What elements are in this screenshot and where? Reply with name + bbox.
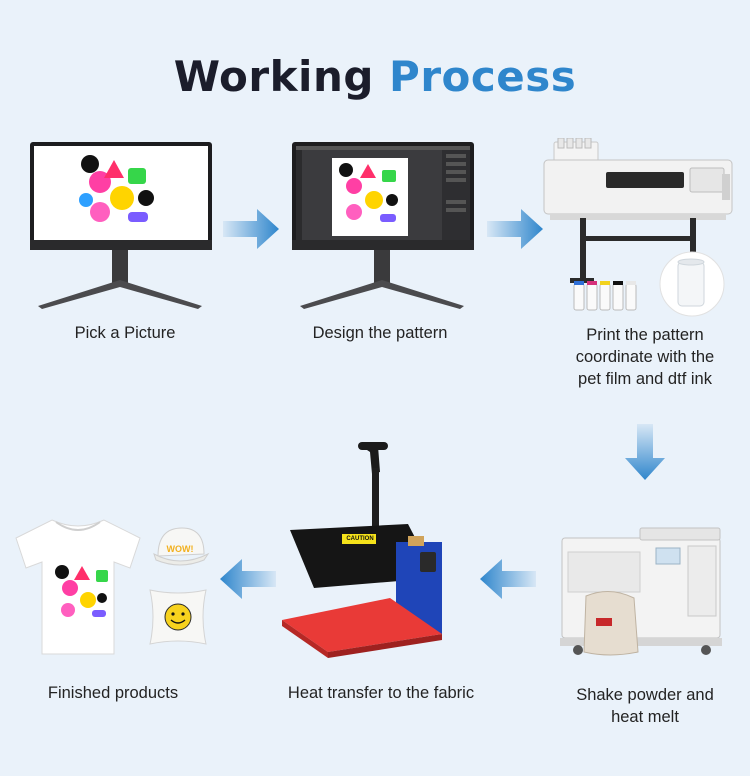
tshirt-icon — [15, 519, 141, 655]
monitor-icon — [30, 142, 212, 309]
heat-press-tag: CAUTION — [346, 536, 374, 542]
arrow-right-icon — [223, 209, 279, 249]
title-word-process: Process — [389, 52, 577, 101]
step-caption-pick: Pick a Picture — [74, 324, 176, 342]
arrow-right-icon — [487, 209, 543, 249]
sticker-art — [79, 155, 154, 222]
step-caption-heat: Heat transfer to the fabric — [287, 684, 475, 702]
design-monitor-icon — [292, 142, 474, 309]
title-word-working: Working — [173, 52, 374, 101]
ink-bottles — [573, 281, 637, 311]
page-title: Working Process — [0, 52, 750, 101]
pillow-icon — [149, 589, 207, 645]
step-caption-shake: Shake powder and heat melt — [576, 686, 714, 726]
heat-press-icon — [282, 442, 442, 658]
step-caption-design: Design the pattern — [312, 324, 448, 342]
arrow-left-icon — [480, 559, 536, 599]
step-caption-finished: Finished products — [47, 684, 179, 702]
step-caption-print: Print the pattern coordinate with the pe… — [575, 326, 715, 388]
arrow-down-icon — [625, 424, 665, 480]
cap-text: WOW! — [166, 544, 194, 554]
shaker-icon — [560, 527, 722, 656]
cap-icon — [153, 527, 210, 566]
arrow-left-icon — [220, 559, 276, 599]
printer-icon — [543, 138, 733, 317]
